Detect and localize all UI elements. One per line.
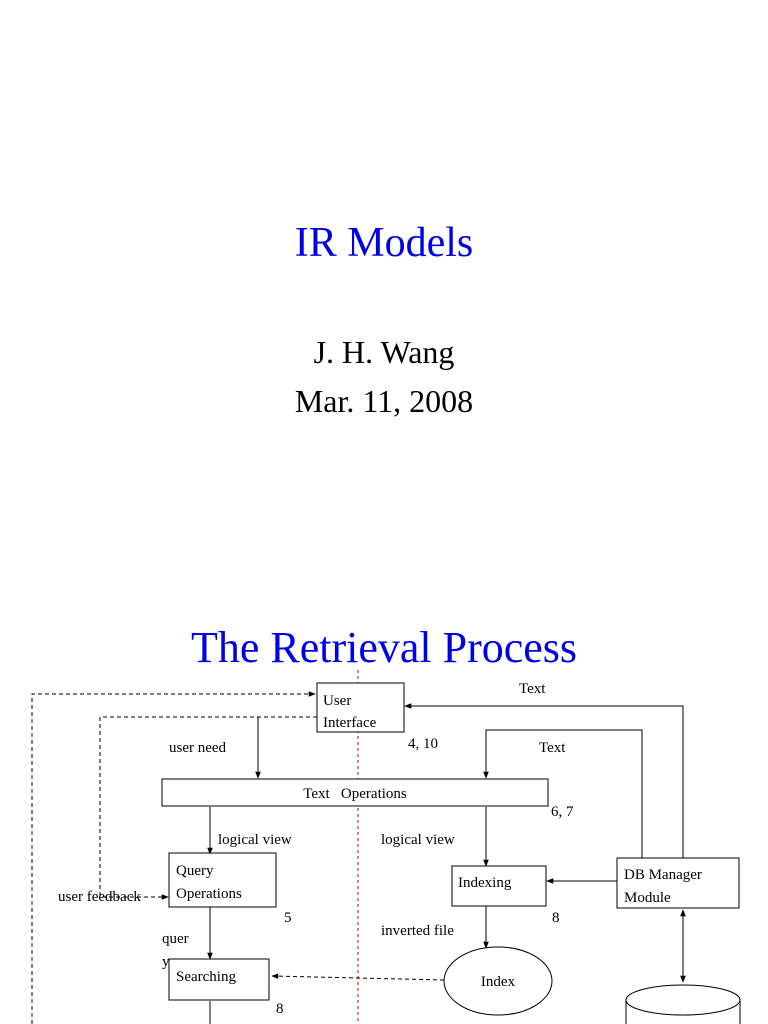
text-to-operations-arrow <box>483 729 643 858</box>
text-operations-label: Text Operations <box>303 786 407 802</box>
slide-title: IR Models <box>294 220 474 266</box>
text-operations-box <box>161 778 549 807</box>
index-ellipse <box>443 946 553 1016</box>
logical-view-left-label: logical view <box>218 832 292 848</box>
db-manager-label-1: DB Manager <box>624 867 702 883</box>
title-slide: IR Models J. H. Wang Mar. 11, 2008 <box>294 220 474 419</box>
db-manager-box <box>616 857 740 909</box>
user-feedback-label: user feedback <box>58 889 141 905</box>
retrieval-process-slide: User Interface Text Operations Query Ope… <box>0 576 768 1024</box>
outer-feedback-loop <box>31 691 316 1024</box>
steps-6-7-label: 6, 7 <box>551 804 574 820</box>
step-8-indexing-label: 8 <box>552 910 560 926</box>
user-need-label: user need <box>169 740 227 756</box>
query-label-1: quer <box>162 931 189 947</box>
user-interface-label-1: User <box>323 693 351 709</box>
user-interface-box <box>316 682 405 733</box>
searching-box <box>168 958 270 1001</box>
searching-label: Searching <box>176 969 236 985</box>
query-operations-label-1: Query <box>176 863 214 879</box>
text-top-label: Text <box>519 681 546 697</box>
logical-view-right-label: logical view <box>381 832 455 848</box>
db-manager-label-2: Module <box>624 890 671 906</box>
database-cylinder-top <box>625 984 741 1016</box>
user-feedback-loop <box>99 716 317 900</box>
step-8-searching-label: 8 <box>276 1001 284 1017</box>
text-to-interface-arrow <box>404 703 684 858</box>
query-label-2: y <box>162 954 170 970</box>
indexing-box <box>451 865 547 907</box>
user-interface-label-2: Interface <box>323 715 377 731</box>
slide-title: The Retrieval Process <box>190 623 578 672</box>
presentation-date: Mar. 11, 2008 <box>294 383 474 419</box>
inverted-file-label: inverted file <box>381 923 454 939</box>
steps-4-10-label: 4, 10 <box>408 736 438 752</box>
author-name: J. H. Wang <box>313 334 455 370</box>
index-label: Index <box>481 974 516 990</box>
query-operations-box <box>168 852 277 908</box>
text-second-label: Text <box>539 740 566 756</box>
index-to-searching-arrow <box>271 973 445 981</box>
retrieval-process-diagram: User Interface Text Operations Query Ope… <box>31 670 741 1024</box>
step-5-label: 5 <box>284 910 292 926</box>
database-cylinder-sides <box>625 1000 741 1024</box>
indexing-label: Indexing <box>458 875 512 891</box>
query-operations-label-2: Operations <box>176 886 242 902</box>
